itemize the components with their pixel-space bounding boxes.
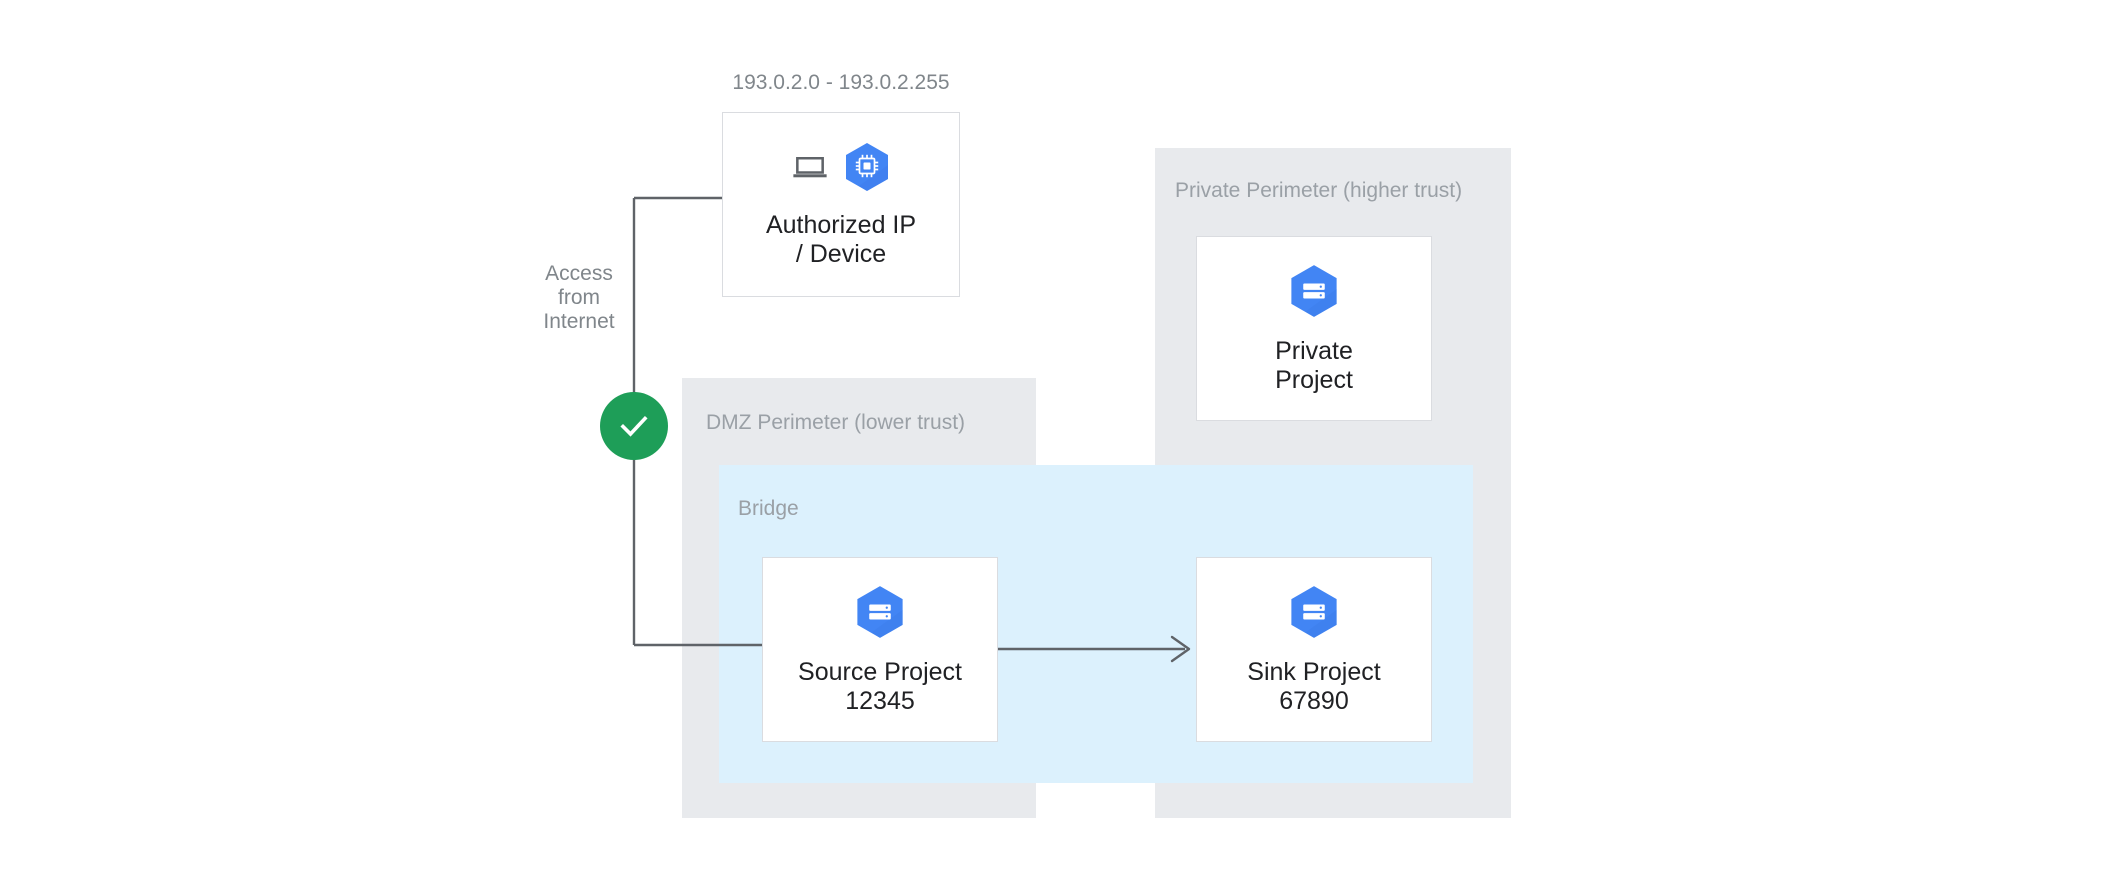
project-hex-icon xyxy=(857,585,903,638)
project-hex-icon xyxy=(1291,264,1337,317)
card-title: Private Project xyxy=(1275,336,1353,394)
laptop-icon xyxy=(793,156,827,177)
card-title: Sink Project 67890 xyxy=(1247,657,1381,715)
bridge-label: Bridge xyxy=(738,497,799,520)
dmz-perimeter-label: DMZ Perimeter (lower trust) xyxy=(706,411,966,434)
ip-range-caption: 193.0.2.0 - 193.0.2.255 xyxy=(732,71,950,94)
card-icon-group xyxy=(854,584,906,640)
card-title: Source Project 12345 xyxy=(798,657,962,715)
authorized-ip-device-card[interactable]: Authorized IP / Device xyxy=(722,112,960,297)
private-project-card[interactable]: Private Project xyxy=(1196,236,1432,421)
access-from-internet-label: Access from Internet xyxy=(543,262,615,333)
private-perimeter-label: Private Perimeter (higher trust) xyxy=(1175,179,1463,202)
project-hex-icon xyxy=(1291,585,1337,638)
card-icon-group xyxy=(1288,584,1340,640)
source-project-card[interactable]: Source Project 12345 xyxy=(762,557,998,742)
card-icon-group xyxy=(1288,263,1340,319)
sink-project-card[interactable]: Sink Project 67890 xyxy=(1196,557,1432,742)
check-icon xyxy=(620,415,648,437)
access-allowed-badge xyxy=(600,392,668,460)
card-title: Authorized IP / Device xyxy=(765,210,917,268)
compute-chip-hex-icon xyxy=(846,142,888,191)
card-icon-group xyxy=(791,141,891,193)
